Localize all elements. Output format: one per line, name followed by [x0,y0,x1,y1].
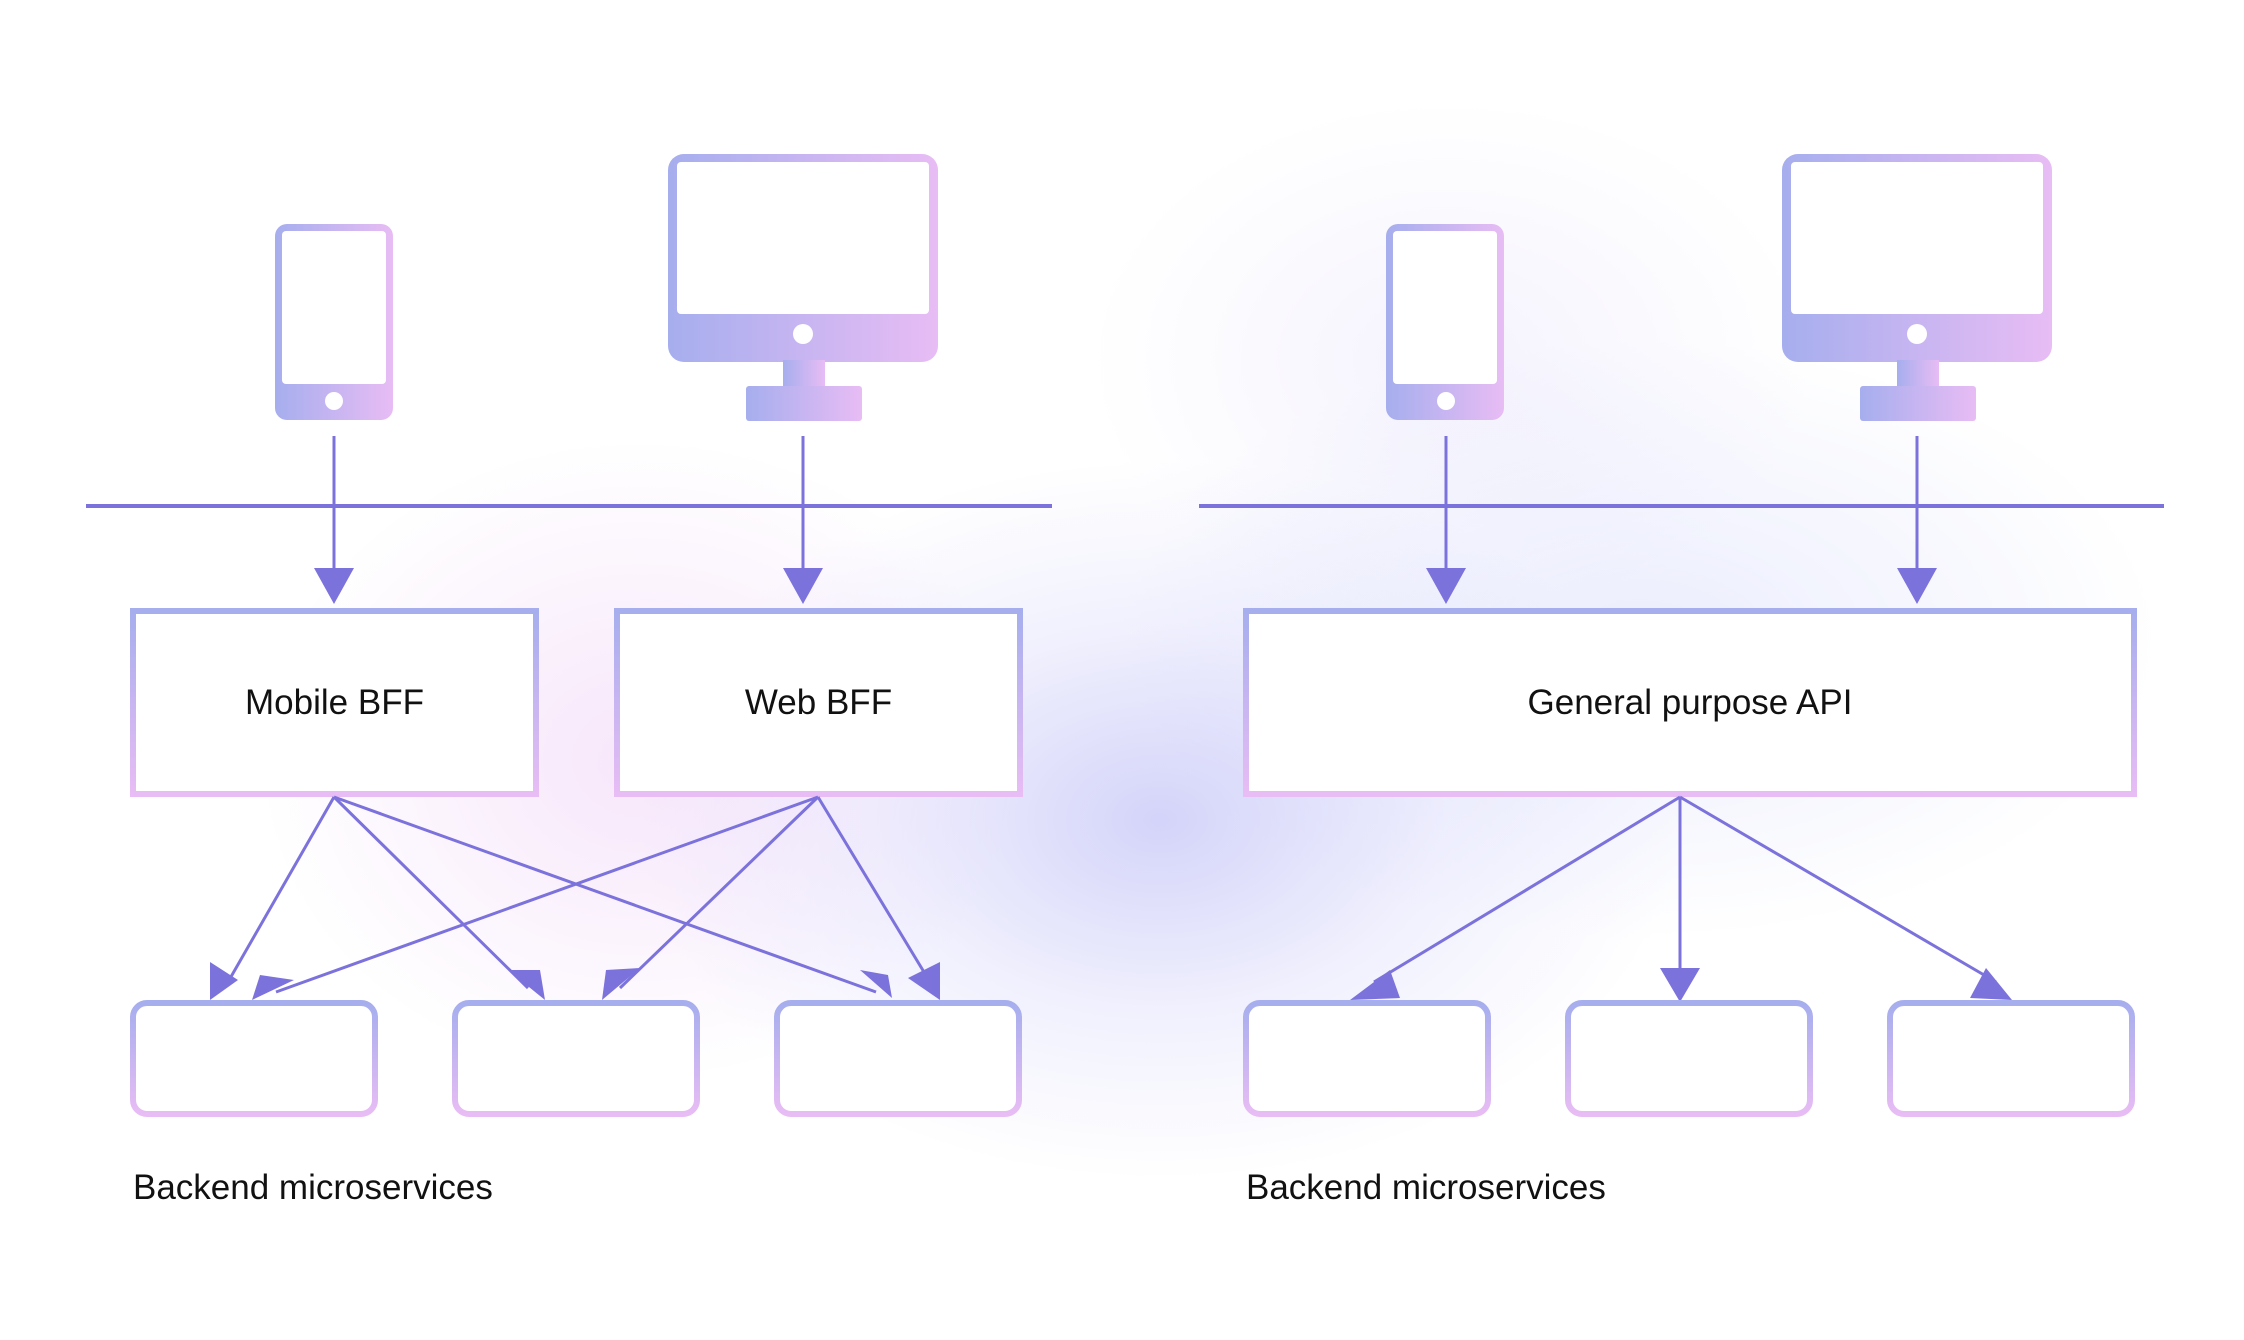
api-fanout-arrowheads [1350,968,2012,1002]
monitor-icon [1782,154,2052,421]
backend-microservices-caption: Backend microservices [133,1168,493,1207]
backend-service-box [130,1000,378,1117]
backend-service-box [1243,1000,1491,1117]
general-api-box [1243,608,2137,797]
api-fanout [1373,795,1997,984]
web-request-arrow [783,436,823,604]
mobile-request-arrow [1426,436,1466,604]
backend-microservices-caption: Backend microservices [1246,1168,1606,1207]
general-api-label: General purpose API [1527,682,1853,722]
backend-service-box [1565,1000,1813,1117]
mobile-bff-fanout [226,795,877,994]
smartphone-icon [275,224,393,420]
web-request-arrow [1897,436,1937,604]
smartphone-icon [1386,224,1504,420]
monitor-icon [668,154,938,421]
web-bff-box [614,608,1023,797]
backend-service-box [774,1000,1022,1117]
web-bff-label: Web BFF [744,682,893,722]
backend-service-box [452,1000,700,1117]
left-fanout-arrowheads [210,962,940,1000]
mobile-request-arrow [314,436,354,604]
web-bff-fanout [275,795,932,994]
mobile-bff-label: Mobile BFF [245,682,424,722]
mobile-bff-box [130,608,539,797]
backend-service-box [1887,1000,2135,1117]
